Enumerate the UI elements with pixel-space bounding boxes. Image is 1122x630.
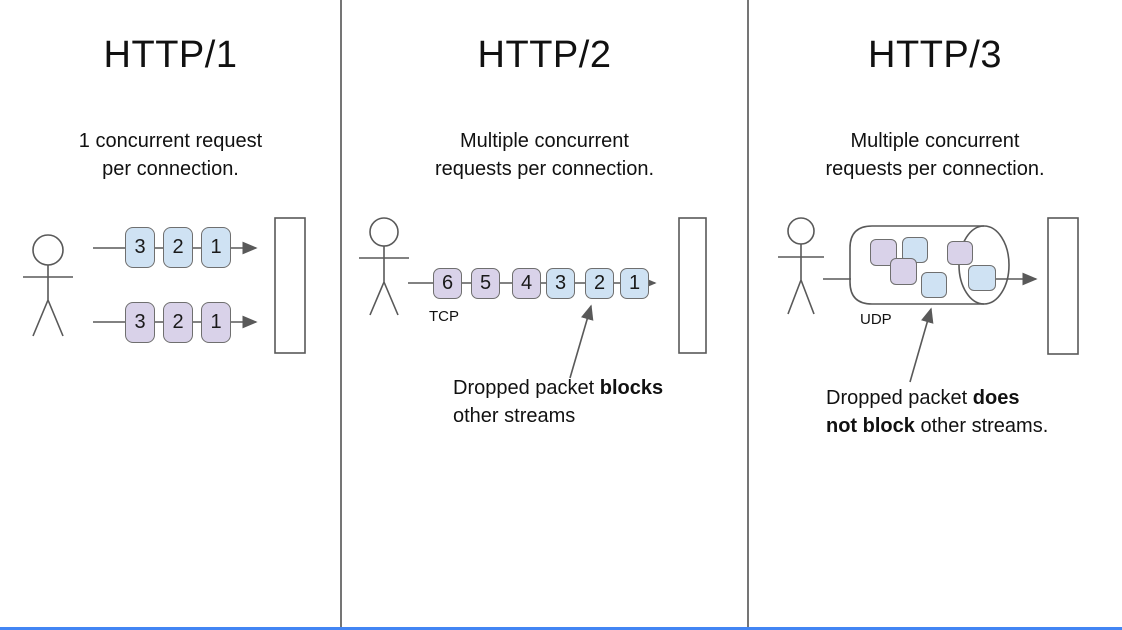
annotation-http3: Dropped packet does not block other stre… bbox=[826, 384, 1076, 440]
packet: 1 bbox=[620, 268, 649, 299]
annotation-line: not block other streams. bbox=[826, 412, 1076, 440]
packet: 1 bbox=[201, 227, 231, 268]
subtitle-line: Multiple concurrent bbox=[850, 130, 1020, 152]
packet: 2 bbox=[163, 302, 193, 343]
packet: 5 bbox=[471, 268, 500, 299]
annotation-bold-text: not block bbox=[826, 415, 915, 437]
packet: 6 bbox=[433, 268, 462, 299]
packet bbox=[921, 272, 947, 298]
packet: 3 bbox=[125, 227, 155, 268]
packet: 1 bbox=[201, 302, 231, 343]
packet: 3 bbox=[546, 268, 575, 299]
subtitle-line: requests per connection. bbox=[434, 158, 655, 180]
udp-tunnel-icon bbox=[849, 225, 984, 305]
panel-subtitle-http1: 1 concurrent request per connection. bbox=[0, 127, 341, 183]
panel-divider bbox=[340, 0, 342, 630]
dropped-packet-arrow bbox=[569, 304, 594, 379]
panel-title-http2: HTTP/2 bbox=[477, 34, 612, 76]
packet: 2 bbox=[585, 268, 614, 299]
protocol-label-tcp: TCP bbox=[429, 308, 459, 325]
client-figure-icon bbox=[23, 234, 73, 337]
protocol-label-udp: UDP bbox=[860, 311, 892, 328]
panel-title-http3: HTTP/3 bbox=[868, 34, 1002, 76]
annotation-bold-text: blocks bbox=[599, 377, 664, 399]
client-figure-icon bbox=[359, 217, 409, 316]
packet bbox=[968, 265, 996, 291]
subtitle-line: 1 concurrent request bbox=[78, 130, 263, 152]
annotation-line: Dropped packet does bbox=[826, 384, 1076, 412]
annotation-text: Dropped packet bbox=[453, 377, 600, 399]
packet: 4 bbox=[512, 268, 541, 299]
annotation-http2: Dropped packet blocks other streams bbox=[453, 374, 703, 430]
panel-title-http1: HTTP/1 bbox=[103, 34, 238, 76]
subtitle-line: Multiple concurrent bbox=[460, 130, 629, 152]
annotation-line: Dropped packet blocks bbox=[453, 374, 703, 402]
bottom-accent-bar bbox=[0, 627, 1122, 630]
annotation-text: other streams. bbox=[914, 415, 1049, 437]
udp-tunnel-mouth bbox=[958, 225, 1010, 305]
server-box bbox=[274, 217, 306, 354]
packet bbox=[947, 241, 973, 265]
panel-subtitle-http2: Multiple concurrent requests per connect… bbox=[341, 127, 748, 183]
subtitle-line: requests per connection. bbox=[825, 158, 1045, 180]
client-figure-icon bbox=[778, 217, 824, 315]
dropped-packet-arrow bbox=[909, 307, 934, 383]
annotation-line: other streams bbox=[453, 402, 703, 430]
panel-subtitle-http3: Multiple concurrent requests per connect… bbox=[748, 127, 1122, 183]
annotation-text: Dropped packet bbox=[826, 387, 973, 409]
packet: 3 bbox=[125, 302, 155, 343]
annotation-bold-text: does bbox=[972, 387, 1020, 409]
packet: 2 bbox=[163, 227, 193, 268]
packet bbox=[890, 258, 917, 285]
server-box bbox=[678, 217, 707, 354]
panel-divider bbox=[747, 0, 749, 630]
subtitle-line: per connection. bbox=[102, 158, 239, 180]
annotation-text: other streams bbox=[453, 405, 576, 427]
server-box bbox=[1047, 217, 1079, 355]
